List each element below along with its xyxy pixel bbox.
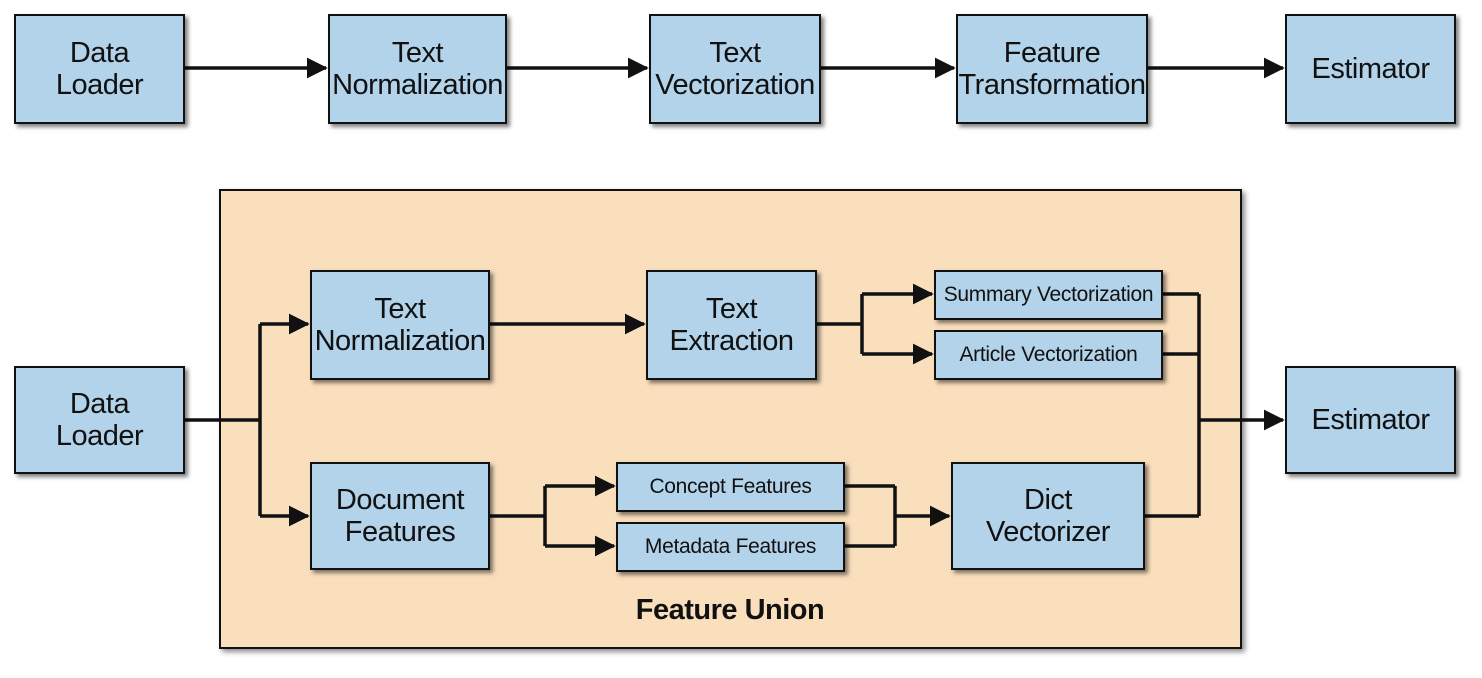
top-text-vectorization-line2: Vectorization <box>655 69 815 101</box>
top-estimator-label: Estimator <box>1311 52 1430 85</box>
top-text-normalization-line2: Normalization <box>332 69 503 101</box>
metadata-features-label: Metadata Features <box>644 535 817 559</box>
top-text-normalization-line1: Text <box>391 36 444 69</box>
dict-vectorizer-box: Dict Vectorizer <box>951 462 1145 570</box>
dict-vectorizer-line2: Vectorizer <box>986 516 1110 548</box>
bottom-data-loader-line1: Data <box>69 387 130 420</box>
top-data-loader-line1: Data <box>69 36 130 69</box>
bottom-estimator-box: Estimator <box>1285 366 1456 474</box>
article-vectorization-box: Article Vectorization <box>934 330 1163 380</box>
top-data-loader-box: Data Loader <box>14 14 185 124</box>
top-feature-transformation-line1: Feature <box>1003 36 1101 69</box>
feature-union-container <box>219 189 1242 649</box>
text-extraction-box: Text Extraction <box>646 270 817 380</box>
top-feature-transformation-box: Feature Transformation <box>956 14 1148 124</box>
document-features-line1: Document <box>335 483 465 516</box>
bottom-estimator-label: Estimator <box>1311 403 1430 436</box>
top-text-vectorization-line1: Text <box>709 36 761 69</box>
top-feature-transformation-line2: Transformation <box>958 69 1146 101</box>
concept-features-box: Concept Features <box>616 462 845 512</box>
dict-vectorizer-line1: Dict <box>1024 483 1072 516</box>
top-text-vectorization-box: Text Vectorization <box>649 14 821 124</box>
document-features-box: Document Features <box>310 462 490 570</box>
bottom-data-loader-line2: Loader <box>55 420 144 452</box>
bottom-text-normalization-line2: Normalization <box>314 325 486 357</box>
text-extraction-line1: Text <box>705 292 758 325</box>
bottom-text-normalization-box: Text Normalization <box>310 270 490 380</box>
summary-vectorization-box: Summary Vectorization <box>934 270 1163 320</box>
top-estimator-box: Estimator <box>1285 14 1456 124</box>
metadata-features-box: Metadata Features <box>616 522 845 572</box>
summary-vectorization-label: Summary Vectorization <box>943 283 1154 307</box>
document-features-line2: Features <box>344 516 456 548</box>
top-data-loader-line2: Loader <box>55 69 144 101</box>
article-vectorization-label: Article Vectorization <box>959 343 1138 367</box>
bottom-text-normalization-line1: Text <box>374 292 426 325</box>
feature-union-label: Feature Union <box>635 594 825 626</box>
concept-features-label: Concept Features <box>649 475 812 499</box>
bottom-data-loader-box: Data Loader <box>14 366 185 474</box>
text-extraction-line2: Extraction <box>669 325 794 357</box>
top-text-normalization-box: Text Normalization <box>328 14 507 124</box>
